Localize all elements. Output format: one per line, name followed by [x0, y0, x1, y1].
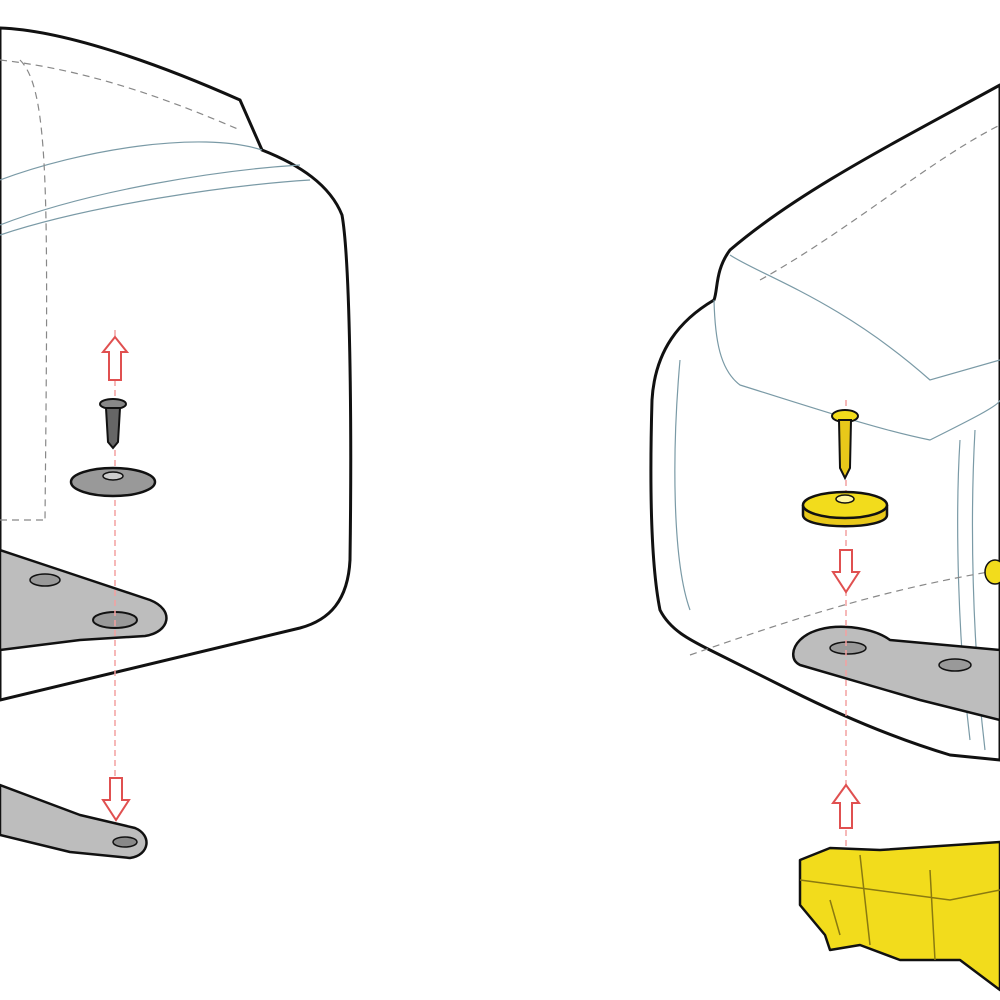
arrow-up-icon [831, 783, 861, 829]
left-bottom-plate [0, 783, 148, 860]
right-housing [649, 83, 1000, 762]
right-washer [801, 490, 889, 528]
left-housing [0, 26, 353, 702]
right-assembly [649, 83, 1000, 992]
arrow-up-icon [100, 335, 130, 381]
left-screw [99, 398, 127, 450]
arrow-down-icon [831, 549, 861, 594]
left-washer [69, 466, 157, 498]
right-screw [831, 409, 859, 481]
yellow-bracket [798, 840, 1000, 992]
left-assembly [0, 26, 353, 860]
arrow-down-icon [101, 777, 131, 822]
